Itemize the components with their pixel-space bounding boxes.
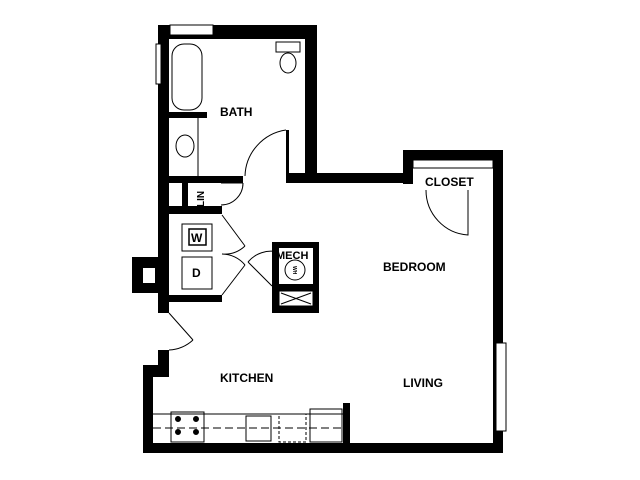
toilet-bowl: [279, 52, 297, 74]
bedroom-top-wall: [287, 173, 407, 183]
label-mech: MECH: [276, 250, 308, 262]
bottom-wall: [143, 443, 503, 453]
left-wall-lower: [143, 365, 153, 453]
kitchen-end-wall: [343, 403, 350, 443]
bath-floor-wall: [169, 176, 243, 183]
label-bath: BATH: [220, 105, 252, 119]
kitchen-sink: [245, 415, 272, 442]
bathtub: [171, 43, 203, 111]
refrigerator: [309, 408, 343, 443]
entry-door-swing: [168, 312, 194, 351]
label-dryer: D: [192, 266, 201, 280]
burner: [175, 416, 181, 422]
washer: [181, 223, 213, 252]
closet-left-wall: [403, 150, 413, 184]
living-window: [495, 342, 507, 432]
dishwasher: [278, 413, 307, 443]
sink: [175, 134, 195, 158]
label-linen: LIN: [196, 191, 207, 207]
left-wall-upper: [158, 25, 169, 313]
closet-top-wall: [403, 150, 503, 160]
mech-door: [247, 250, 279, 287]
fixtures: [153, 24, 507, 443]
closet-shelf: [412, 159, 494, 169]
tub-wall: [169, 112, 207, 118]
room-labels: BATH CLOSET LIN W D MECH WH BEDROOM KITC…: [191, 105, 474, 390]
lin-divider: [182, 183, 188, 207]
bath-right-wall: [305, 25, 317, 183]
label-washer: W: [191, 231, 203, 245]
label-kitchen: KITCHEN: [220, 371, 273, 385]
label-bedroom: BEDROOM: [383, 260, 446, 274]
mech-inner: [279, 248, 313, 284]
bath-door-jamb: [286, 130, 289, 183]
water-heater: [284, 259, 306, 281]
duct-x: [280, 292, 312, 305]
range: [170, 411, 205, 443]
left-bump-hole: [143, 268, 155, 283]
label-water-heater: WH: [291, 266, 297, 275]
washer-inner: [188, 228, 207, 246]
laundry-bottom-wall: [169, 295, 222, 302]
toilet-tank: [275, 41, 301, 53]
lin-door-swing: [220, 182, 244, 206]
burner: [193, 429, 199, 435]
left-wall-step1: [158, 350, 169, 367]
label-closet: CLOSET: [425, 175, 474, 189]
tub-window: [155, 43, 162, 85]
dryer: [181, 256, 213, 290]
right-wall: [493, 150, 503, 453]
burner: [193, 416, 199, 422]
bath-door-swing: [244, 129, 287, 177]
closet-door-swing: [425, 189, 469, 236]
walls: [132, 25, 503, 453]
laundry-doors: [221, 214, 246, 296]
burner: [175, 429, 181, 435]
bath-window: [169, 24, 214, 36]
label-living: LIVING: [403, 376, 443, 390]
laundry-top-wall: [169, 206, 222, 214]
